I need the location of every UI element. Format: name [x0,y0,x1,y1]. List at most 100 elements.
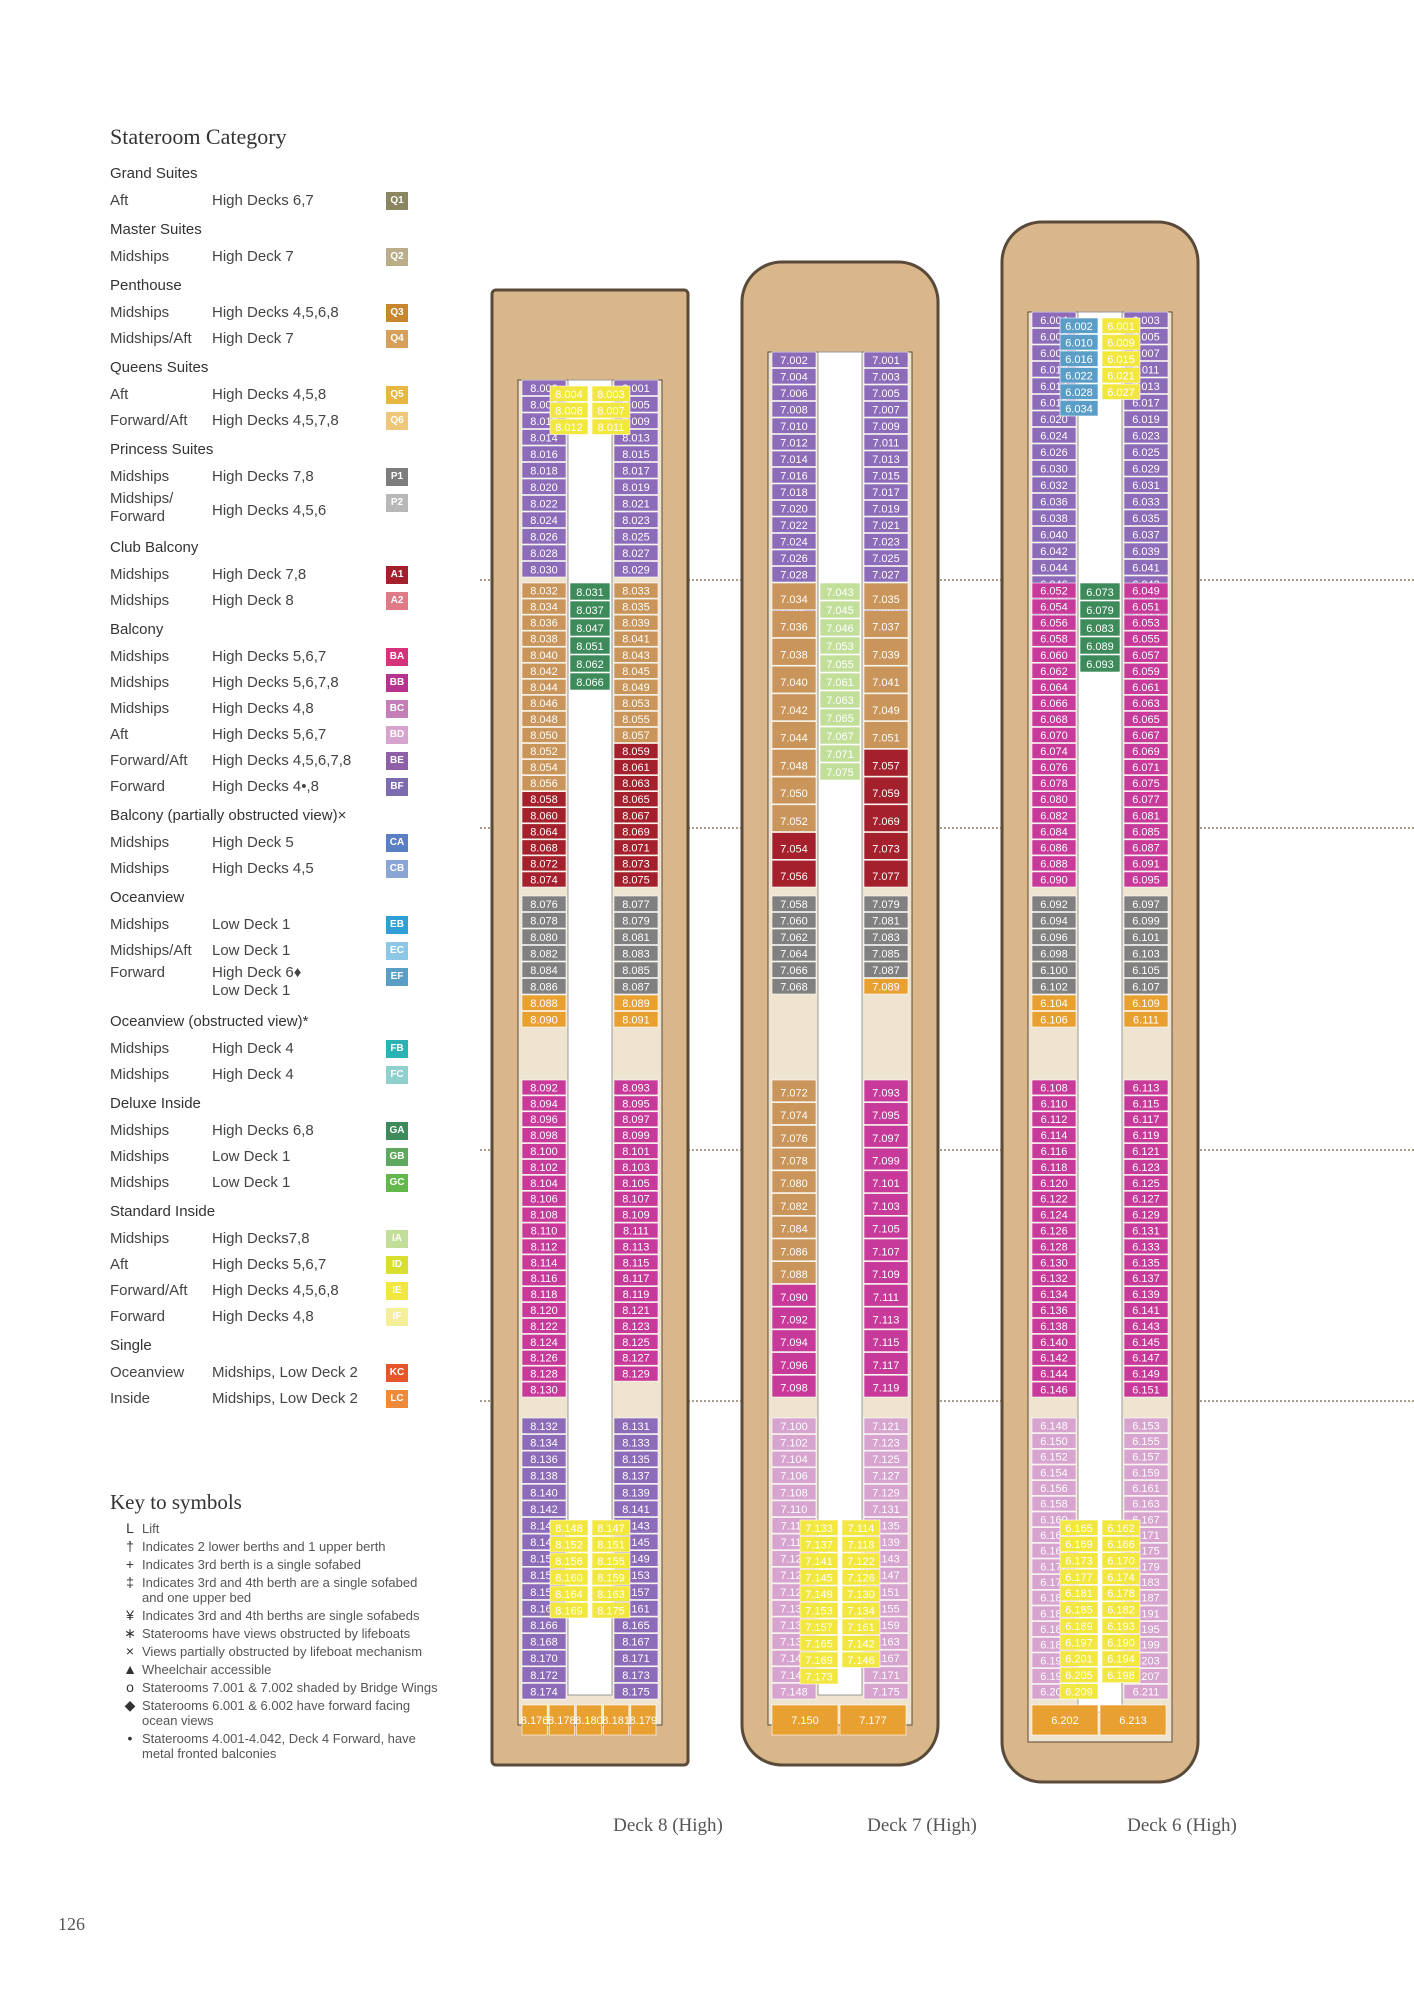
cabin [863,1352,909,1375]
cabin-number: 6.025 [1132,447,1160,459]
cabin [841,1519,881,1536]
key-item: ‡Indicates 3rd and 4th berth are a singl… [110,1575,440,1606]
cabin-number: 7.053 [826,641,854,653]
cabin-number: 8.141 [622,1504,650,1516]
cabin [1101,1552,1141,1569]
cabin-number: 8.166 [530,1620,558,1632]
cabin [863,1517,909,1534]
cabin-number: 6.134 [1040,1289,1068,1301]
cabin [1123,945,1169,962]
cabin [1031,328,1077,345]
cabin [1123,1381,1169,1398]
cabin-number: 8.143 [622,1520,650,1532]
cabin-number: 8.096 [530,1114,558,1126]
cabin [771,599,817,616]
cabin [863,1306,909,1330]
cabin [863,1666,909,1683]
cabin [521,727,567,743]
cabin [521,544,567,561]
cabin [1079,654,1121,673]
cabin-number: 8.104 [530,1178,558,1190]
cabin-number: 7.092 [780,1314,808,1326]
cabin-number: 7.149 [805,1589,833,1601]
cabin-number: 8.142 [530,1504,558,1516]
cabin [613,1583,659,1600]
cabin [591,385,631,402]
row-location: Midships [110,700,170,717]
cabin [613,711,659,727]
cabin [521,429,567,446]
cabin [521,928,567,945]
cabin-number: 7.033 [872,619,900,631]
cabin [1123,1417,1169,1433]
cabin-number: 8.117 [623,1273,650,1285]
cabin-number: 6.154 [1040,1467,1068,1479]
cabin-number: 6.172 [1040,1561,1068,1573]
cabin [569,654,611,673]
cabin [1031,1011,1077,1028]
cabin [613,679,659,695]
cabin-number: 8.087 [622,981,650,993]
cabin [1031,1350,1077,1366]
cabin [1031,961,1077,978]
cabin [1123,582,1169,599]
cabin [521,1011,567,1028]
cabin-number: 7.145 [805,1572,833,1584]
deck-7-label: Deck 7 (High) [867,1815,977,1836]
cabin [799,1536,839,1553]
cabin [771,610,817,638]
cabin-number: 6.166 [1107,1539,1135,1551]
cabin-number: 6.115 [1133,1098,1160,1110]
cabin [863,1649,909,1667]
cabin [569,672,611,691]
cabin [771,1533,817,1551]
cabin [1031,1558,1077,1574]
cabin [863,1633,909,1650]
cabin-number: 6.114 [1041,1130,1068,1142]
cabin [863,384,909,401]
cabin [1031,1668,1077,1684]
cabin [863,1467,909,1484]
cabin-number: 6.182 [1107,1605,1135,1617]
cabin [613,429,659,446]
cabin [521,871,567,888]
dagger-icon: † [126,1538,134,1554]
cabin [1123,476,1169,493]
cabin-number: 8.095 [622,1098,650,1110]
cabin-number: 7.086 [780,1246,808,1258]
cabin-number: 8.044 [530,682,558,694]
deck-inner [517,379,663,1726]
cabin [1123,807,1169,824]
cabin-number: 6.162 [1107,1523,1135,1535]
cabin-number: 8.157 [622,1587,650,1599]
cabin [1123,961,1169,978]
cabin [1031,509,1077,526]
cabin-number: 7.074 [780,1110,808,1122]
cabin [613,928,659,945]
cabin [1123,1365,1169,1382]
cabin [1031,1365,1077,1382]
cabin-number: 7.055 [826,659,854,671]
cabin [771,978,817,995]
category-title: Penthouse [110,277,182,294]
cabin [1123,679,1169,695]
cabin-number: 8.039 [622,618,650,630]
row-location: Midships [110,1122,170,1139]
cabin [771,693,817,721]
cabin-number: 6.102 [1040,981,1068,993]
cabin-number: 7.020 [780,503,808,515]
cabin-number: 7.031 [872,602,900,614]
cabin-number: 6.017 [1132,397,1160,409]
cabin [863,1500,909,1517]
cabin [1031,526,1077,543]
corridor [567,379,613,1696]
cabin-number: 7.067 [826,731,854,743]
cabin-number: 6.024 [1040,430,1068,442]
cabin-number: 8.047 [576,623,604,635]
cabin-number: 6.183 [1132,1577,1160,1589]
cabin-number: 7.051 [872,733,900,745]
cabin-number: 6.022 [1065,370,1093,382]
cabin-number: 7.157 [805,1622,833,1634]
